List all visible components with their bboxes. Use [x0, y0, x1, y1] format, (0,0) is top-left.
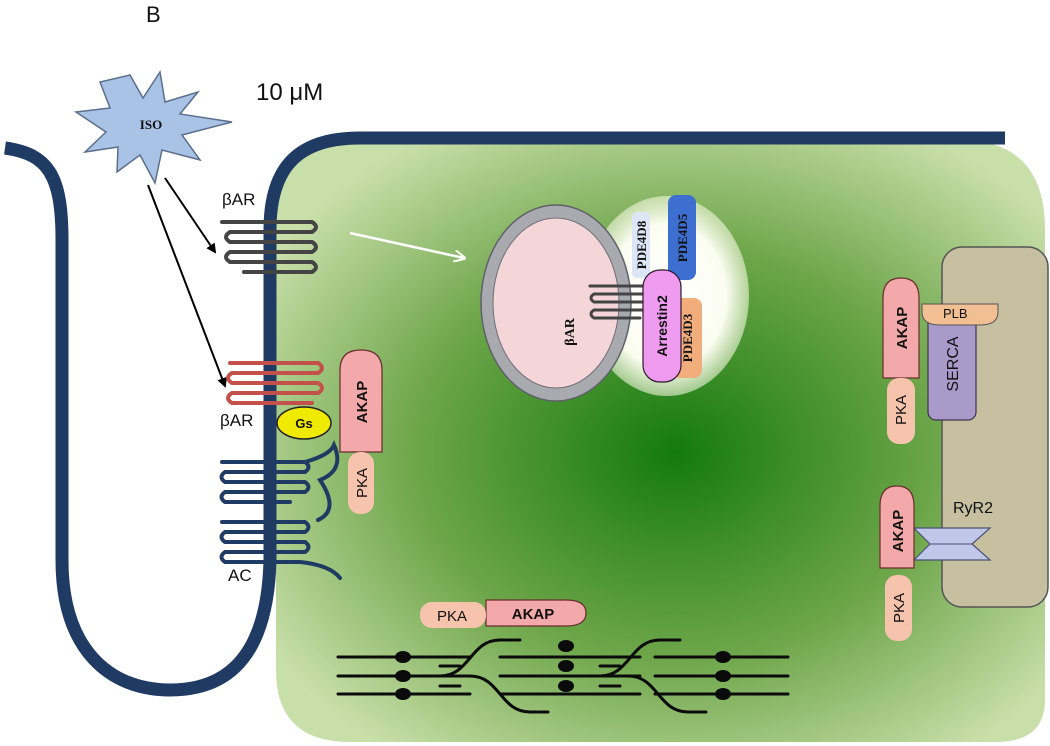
iso-label: ISO: [140, 117, 162, 132]
top-receptor-label: βAR: [222, 190, 255, 209]
arrow-to-lower-receptor: [147, 184, 227, 388]
arrow-to-top-receptor: [164, 177, 217, 254]
ac-label: AC: [228, 566, 252, 585]
gs-protein: [276, 406, 332, 440]
adenylyl-cyclase: [219, 439, 342, 580]
myofilament-pka-label: PKA: [437, 608, 467, 625]
lower-beta-receptor: [226, 361, 324, 405]
sr-lower-akap: [879, 485, 915, 569]
sr-upper-akap: [882, 277, 920, 379]
sr-lower-akap-label: AKAP: [890, 510, 907, 553]
sr-upper-pka-label: PKA: [893, 395, 910, 425]
sr-lower-pka-label: PKA: [891, 593, 908, 623]
pde4d8-label: PDE4D8: [634, 220, 649, 269]
pde4d8: [632, 212, 650, 278]
endosome-receptor-label: βAR: [563, 317, 578, 345]
membrane-akap: [339, 349, 383, 453]
plb: [921, 303, 999, 326]
cell-membrane: [3, 131, 1005, 697]
gs-label: Gs: [295, 416, 312, 431]
membrane-pka: [348, 452, 374, 514]
membrane-akap-label: AKAP: [354, 381, 371, 424]
lower-receptor-label: βAR: [220, 411, 253, 430]
myofilament-akap: [485, 599, 587, 627]
plb-label: PLB: [943, 306, 968, 321]
sr-upper-pka: [887, 378, 915, 444]
sr-upper-akap-label: AKAP: [894, 307, 911, 350]
arrestin2-label: Arrestin2: [654, 295, 670, 357]
pde4d5: [668, 195, 696, 280]
internalization-arrow: [349, 231, 464, 258]
myofilament-pka: [420, 602, 486, 628]
panel-label: B: [146, 2, 161, 27]
arrestin2: [642, 269, 682, 383]
sarcomere: [336, 638, 790, 714]
pde4d3-label: PDE4D3: [680, 313, 695, 362]
ryr2-label: RyR2: [953, 500, 993, 517]
iso-starburst: [73, 69, 233, 186]
pde4d5-label: PDE4D5: [675, 213, 690, 262]
top-beta-receptor: [220, 220, 318, 274]
concentration-label: 10 μM: [256, 79, 323, 106]
serca-label: SERCA: [945, 336, 962, 391]
sarcomere-nodes: [395, 640, 731, 700]
cytoplasm: [276, 140, 1045, 742]
sr-lower-pka: [885, 575, 912, 641]
membrane-pka-label: PKA: [354, 468, 371, 498]
myofilament-akap-label: AKAP: [512, 606, 555, 623]
